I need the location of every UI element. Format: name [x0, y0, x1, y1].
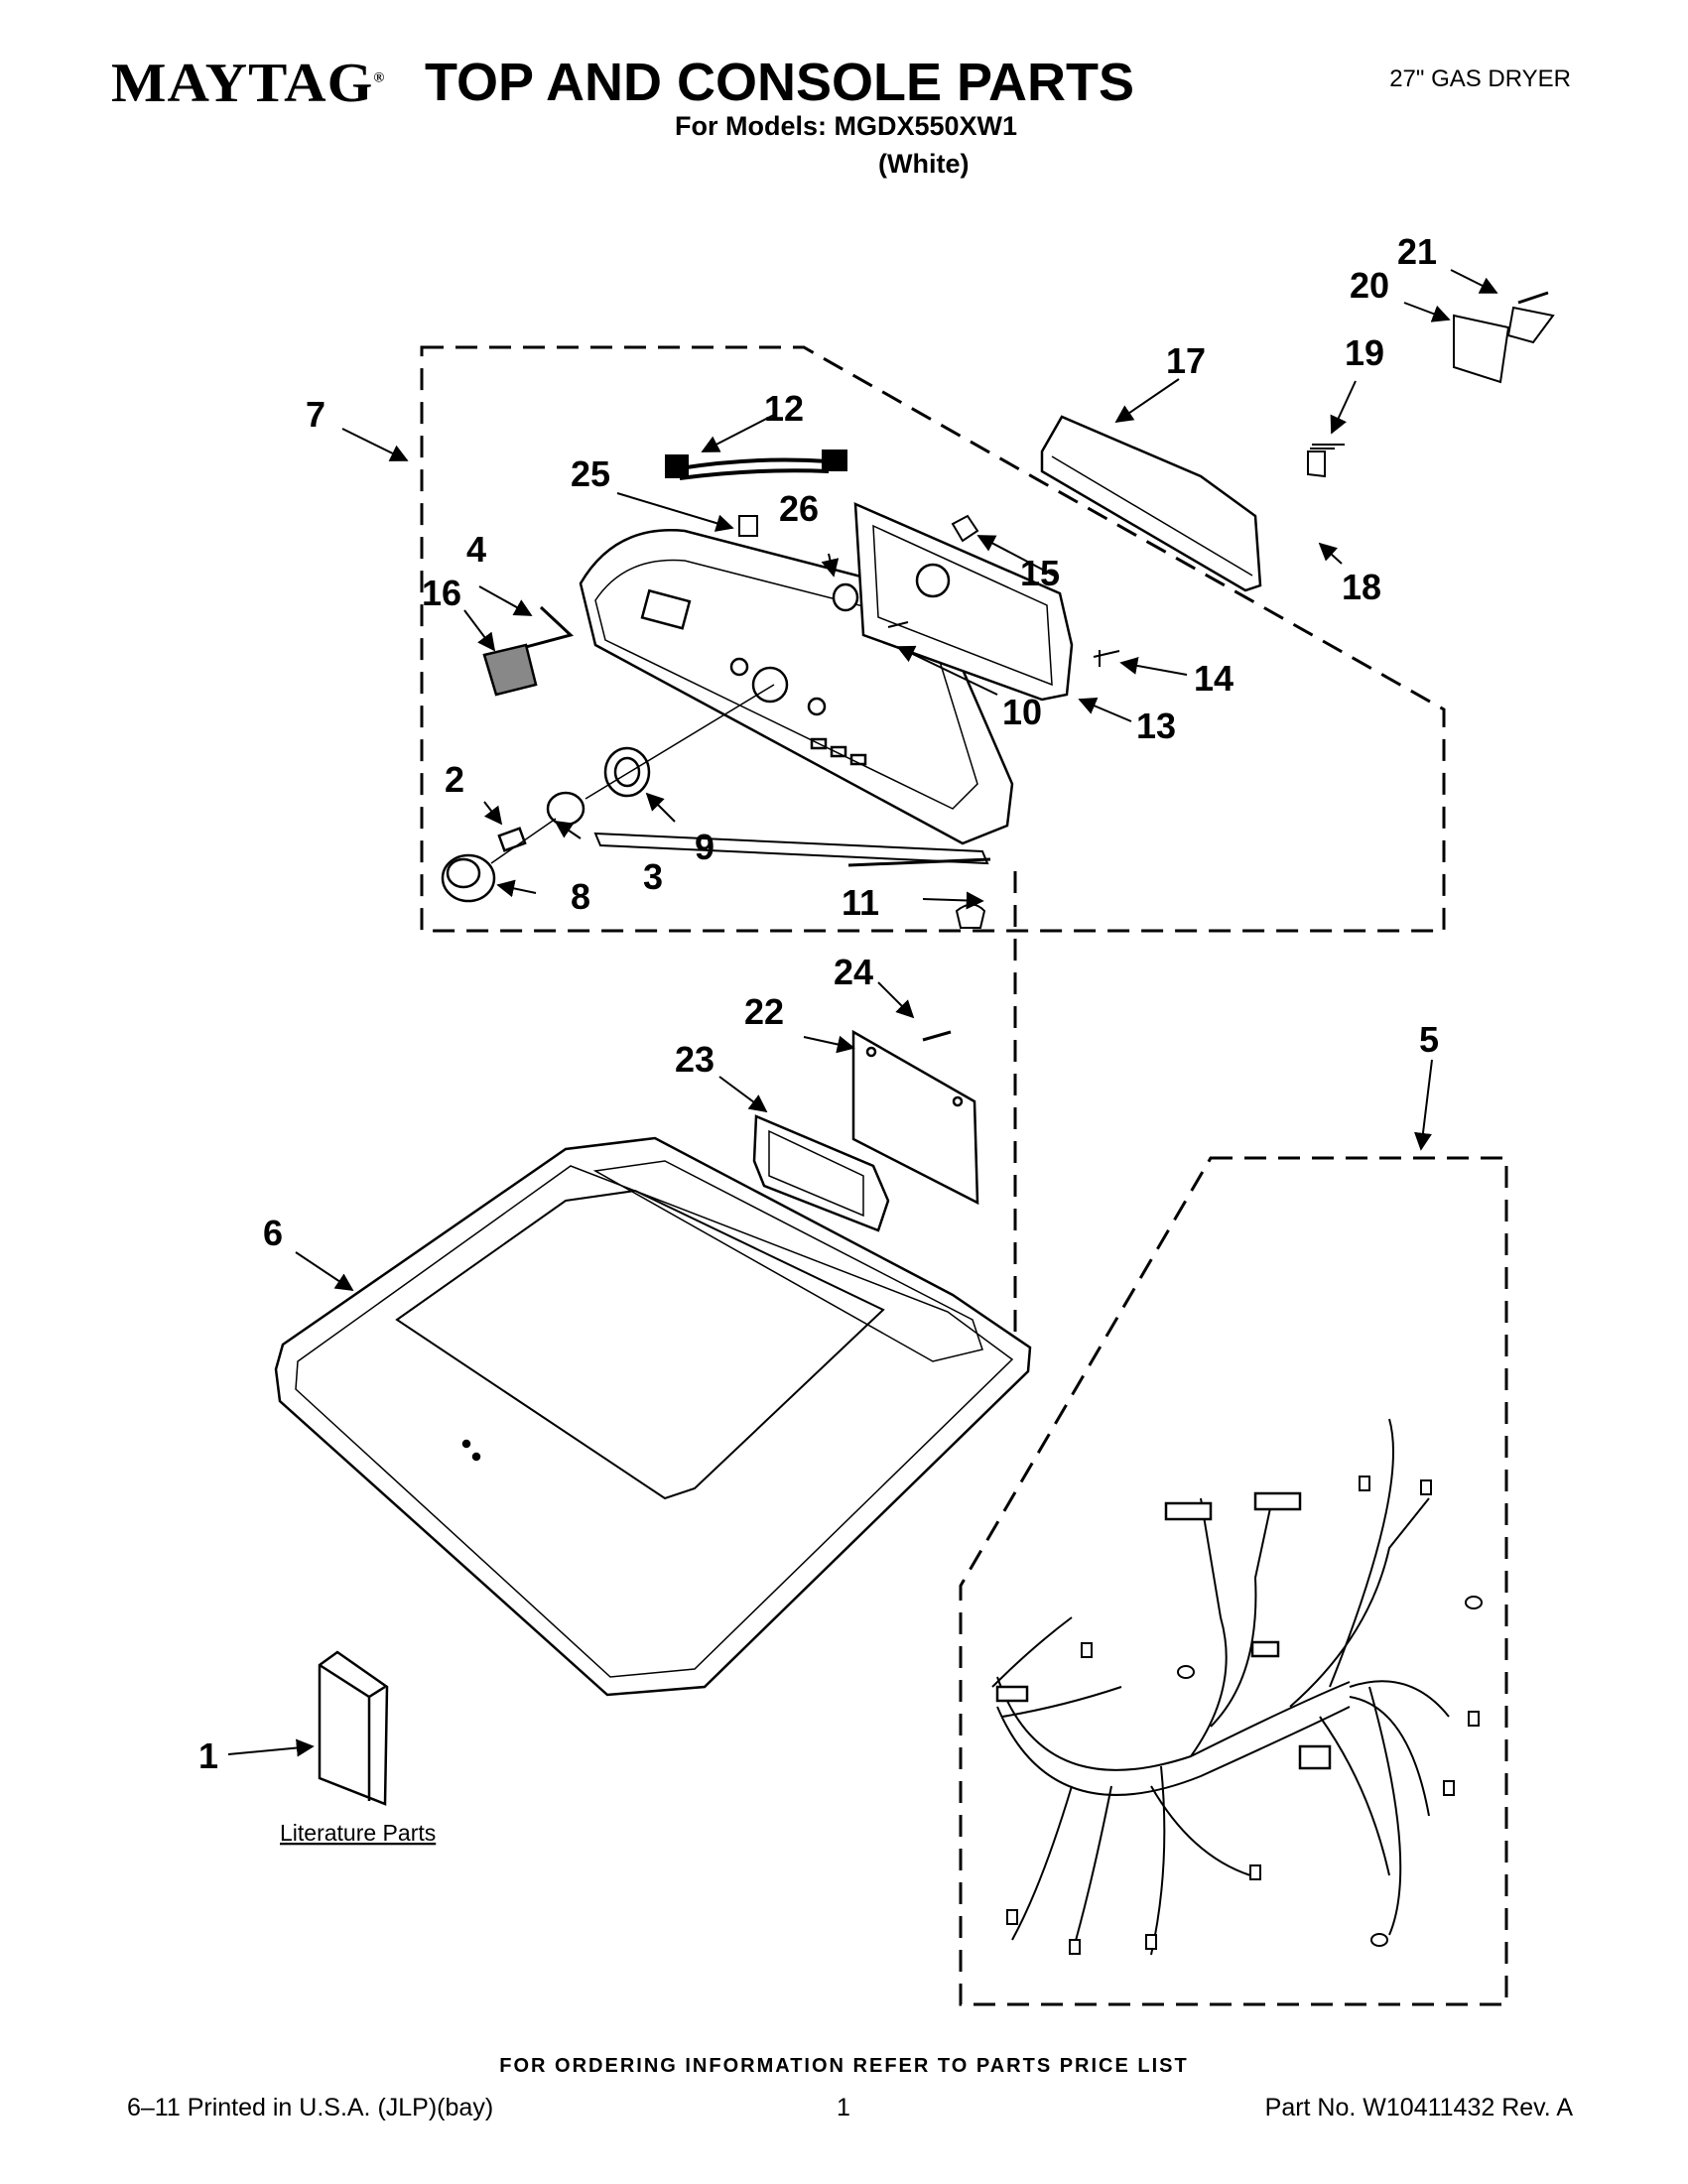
small-parts	[738, 291, 1555, 929]
callout-16: 16	[422, 573, 461, 613]
callout-3: 3	[643, 856, 663, 897]
ordering-note: FOR ORDERING INFORMATION REFER TO PARTS …	[499, 2055, 1189, 2077]
callout-17: 17	[1166, 340, 1206, 381]
callout-13: 13	[1136, 706, 1176, 746]
callout-12: 12	[764, 388, 804, 429]
callout-labels: 1 2 3 4 5 6 7 8 9 10 11 12 13 14 15 16 1…	[198, 231, 1439, 1846]
callout-24: 24	[834, 952, 873, 992]
callout-25: 25	[571, 453, 610, 494]
callout-11: 11	[842, 882, 879, 923]
callout-1: 1	[198, 1735, 218, 1776]
callout-14: 14	[1194, 658, 1234, 699]
screw-21	[1517, 291, 1549, 305]
clip-15	[951, 514, 979, 543]
product-type: 27" GAS DRYER	[1389, 65, 1571, 92]
callout-6: 6	[263, 1213, 283, 1253]
callout-23: 23	[675, 1039, 714, 1080]
model-number: For Models: MGDX550XW1	[675, 111, 1018, 141]
page-number: 1	[837, 2094, 850, 2121]
callout-5: 5	[1419, 1019, 1439, 1060]
callout-8: 8	[571, 876, 590, 917]
knob-parts	[441, 684, 775, 903]
screw-10	[887, 621, 909, 628]
callout-19: 19	[1345, 332, 1384, 373]
part-number: Part No. W10411432 Rev. A	[1264, 2094, 1573, 2121]
callout-18: 18	[1342, 567, 1381, 607]
print-info: 6–11 Printed in U.S.A. (JLP)(bay)	[127, 2094, 494, 2121]
callout-7: 7	[306, 394, 325, 435]
harness-cover-20	[1506, 306, 1555, 344]
top-panel-part	[274, 1136, 1032, 1697]
callout-22: 22	[744, 991, 784, 1032]
screw-14	[1093, 650, 1120, 667]
clip-18	[1307, 450, 1326, 478]
callout-4: 4	[466, 529, 486, 570]
brand-logo: MAYTAG®	[111, 53, 386, 114]
callout-15: 15	[1020, 553, 1060, 593]
console-group-outline	[420, 345, 1446, 1340]
callout-9: 9	[695, 827, 714, 867]
callout-2: 2	[445, 759, 464, 800]
callout-10: 10	[1002, 692, 1042, 732]
console-bracket-part	[1040, 415, 1262, 592]
wire-harness-12	[665, 450, 847, 480]
clip-11	[955, 903, 986, 929]
callout-21: 21	[1397, 231, 1437, 272]
literature-parts-label: Literature Parts	[280, 1820, 436, 1846]
harness-group-outline	[959, 1156, 1508, 2006]
main-wire-harness	[991, 1418, 1483, 1956]
leader-lines	[227, 269, 1498, 1757]
page-title: TOP AND CONSOLE PARTS	[424, 53, 1135, 112]
callout-26: 26	[779, 488, 819, 529]
clip-25	[738, 515, 758, 537]
model-color: (White)	[878, 149, 970, 179]
callout-20: 20	[1350, 265, 1389, 306]
control-board-parts	[752, 1029, 979, 1232]
literature-booklet	[318, 1650, 389, 1806]
